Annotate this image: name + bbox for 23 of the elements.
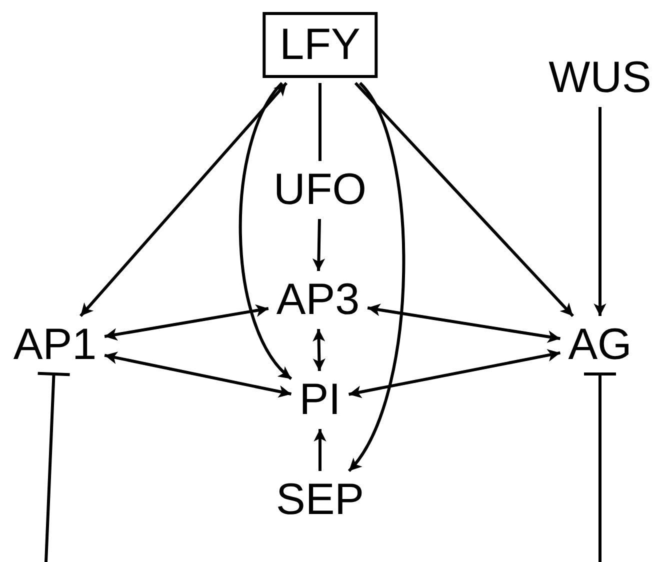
double-arrow xyxy=(104,304,269,341)
gene-label: PI xyxy=(296,376,344,424)
double-arrow xyxy=(80,82,288,317)
double-arrow xyxy=(312,328,326,372)
arrow xyxy=(312,218,326,272)
inhibition-line xyxy=(36,372,72,562)
gene-label: AP1 xyxy=(10,321,100,369)
gene-box: LFY xyxy=(262,12,378,78)
arrow xyxy=(594,107,606,316)
arrow xyxy=(354,82,574,318)
inhibition-line xyxy=(582,372,618,562)
arrow xyxy=(314,428,326,471)
gene-label: UFO xyxy=(270,166,370,214)
gene-label: WUS xyxy=(546,54,654,102)
gene-label: AP3 xyxy=(273,276,363,324)
double-arrow xyxy=(367,304,560,343)
arrow xyxy=(348,82,406,472)
gene-label: AG xyxy=(565,321,635,369)
gene-label: SEP xyxy=(272,476,368,524)
arrow xyxy=(238,82,292,380)
double-arrow xyxy=(104,352,292,398)
double-arrow xyxy=(348,349,560,398)
connector-line xyxy=(318,83,322,161)
